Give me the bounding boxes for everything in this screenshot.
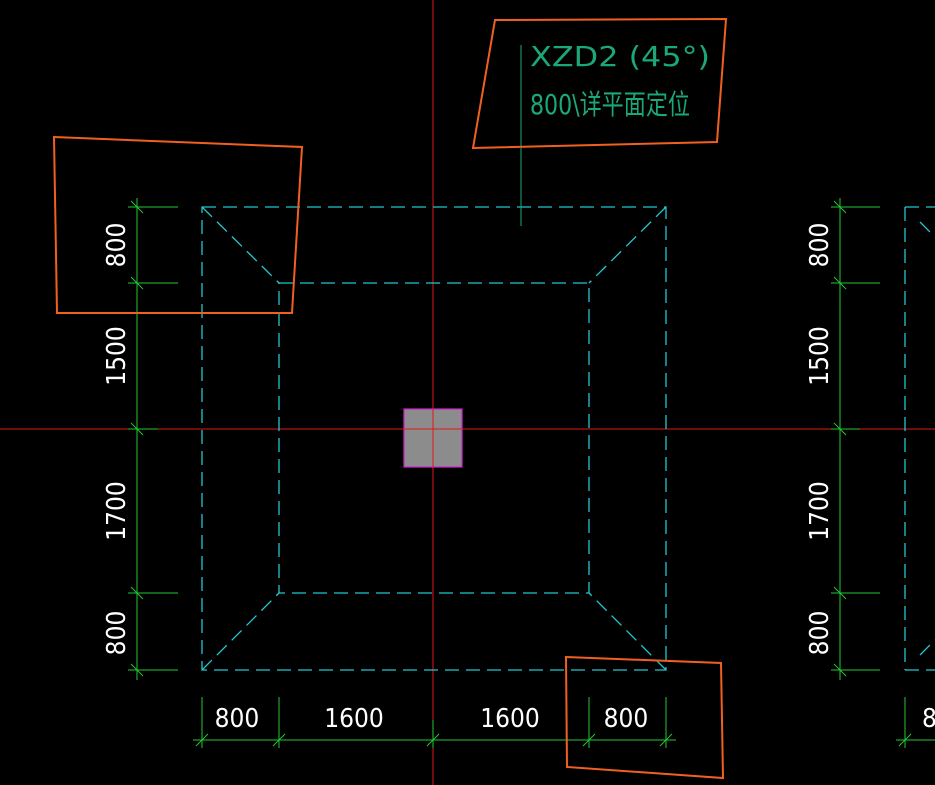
markup-cloud-bottom-right[interactable] — [564, 655, 725, 780]
dimension-text: 1600 — [324, 704, 384, 734]
dimension-text: 800 — [805, 223, 835, 268]
right-dimension-chain — [831, 198, 935, 748]
corner-slope-line — [588, 592, 667, 671]
markup-clouds[interactable] — [52, 17, 728, 780]
tick-mark — [833, 422, 847, 436]
tick-mark — [582, 733, 596, 747]
bottom-dimension-texts: 800 1600 1600 800 — [215, 704, 649, 734]
dimension-text: 1700 — [102, 481, 132, 541]
foundation-inner-rect — [278, 282, 590, 594]
tick-mark — [130, 200, 144, 214]
tick-mark — [130, 422, 144, 436]
tick-mark — [195, 733, 209, 747]
corner-slope-line — [919, 639, 935, 656]
foundation-outline — [201, 206, 667, 671]
left-dimension-chain — [128, 198, 178, 680]
tick-mark — [833, 586, 847, 600]
dimension-text: 1700 — [805, 481, 835, 541]
corner-slope-line — [588, 206, 667, 284]
tick-mark — [659, 733, 673, 747]
tick-mark — [272, 733, 286, 747]
dimension-text: 800 — [805, 611, 835, 656]
corner-slope-line — [201, 206, 280, 284]
foundation-label-line2: 800\详平面定位 — [530, 88, 690, 121]
tick-mark — [898, 733, 912, 747]
bottom-dimension-chain — [193, 697, 676, 748]
markup-cloud-top-left[interactable] — [52, 135, 304, 314]
tick-mark — [833, 200, 847, 214]
tick-mark — [130, 663, 144, 677]
tick-mark — [833, 663, 847, 677]
foundation-label-line1: XZD2 (45°) — [530, 40, 710, 73]
dimension-text: 800 — [102, 611, 132, 656]
dimension-text: 1600 — [480, 704, 540, 734]
tick-mark — [833, 276, 847, 290]
corner-slope-line — [201, 592, 280, 671]
dimension-text: 800 — [215, 704, 260, 734]
right-foundation-outline — [904, 206, 935, 671]
tick-mark — [130, 276, 144, 290]
foundation-outer-rect — [201, 206, 667, 671]
tick-mark — [426, 733, 440, 747]
dimension-text: 800 — [604, 704, 649, 734]
markup-cloud-top-right[interactable] — [471, 17, 728, 150]
dimension-text: 1500 — [805, 326, 835, 386]
right-dimension-texts: 800 1500 1700 800 8 — [805, 223, 935, 734]
tick-mark — [130, 586, 144, 600]
left-dimension-texts: 800 1500 1700 800 — [102, 223, 132, 656]
corner-slope-line — [919, 221, 935, 238]
dimension-text: 8 — [922, 704, 935, 734]
dimension-text: 800 — [102, 223, 132, 268]
dimension-text: 1500 — [102, 326, 132, 386]
